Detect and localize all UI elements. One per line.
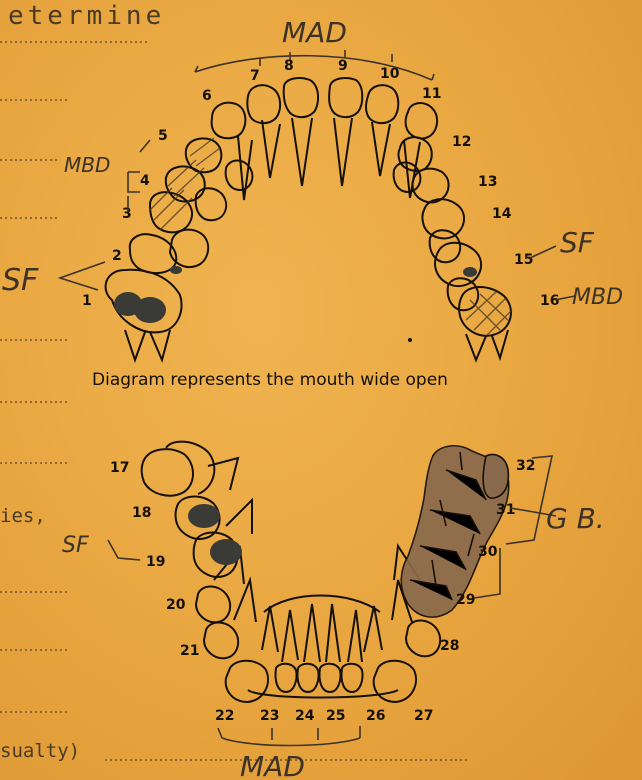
tooth-number-20: 20: [166, 597, 186, 613]
annotation-mbd-left: MBD: [64, 153, 110, 177]
tooth-8: [284, 78, 318, 117]
tooth-number-31: 31: [496, 502, 515, 518]
tooth-number-13: 13: [478, 174, 497, 190]
annotation-mad-upper: MAD: [282, 16, 347, 49]
tooth-number-18: 18: [132, 505, 151, 521]
tooth-number-32: 32: [516, 458, 535, 474]
tooth-7: [247, 85, 280, 123]
filling-tooth-1b: [134, 297, 166, 323]
tooth-15: [435, 243, 481, 286]
tooth-25: [319, 664, 340, 692]
tooth-17: [142, 449, 193, 495]
form-side-text-lower: sualty): [0, 740, 80, 762]
tooth-number-29: 29: [456, 592, 475, 608]
tooth-6: [212, 103, 246, 139]
tooth-number-4: 4: [140, 173, 150, 189]
tooth-number-1: 1: [82, 293, 92, 309]
tooth-21: [204, 623, 238, 659]
tooth-number-16: 16: [540, 293, 559, 309]
tooth-number-10: 10: [380, 66, 400, 82]
filling-tooth-15: [463, 267, 477, 277]
tooth-27: [374, 661, 416, 702]
tooth-number-9: 9: [338, 58, 348, 74]
tooth-24: [297, 664, 318, 692]
filling-tooth-2: [170, 266, 182, 274]
filling-tooth-18: [188, 504, 220, 528]
tooth-number-6: 6: [202, 88, 212, 104]
tooth-number-26: 26: [366, 708, 385, 724]
tooth-number-17: 17: [110, 460, 129, 476]
tooth-2: [130, 234, 176, 273]
tooth-28: [406, 621, 440, 657]
tooth-3: [150, 192, 192, 232]
lower-arch: [142, 442, 440, 702]
tooth-number-30: 30: [478, 544, 498, 560]
filling-tooth-19: [210, 539, 242, 565]
tooth-number-5: 5: [158, 128, 168, 144]
tooth-number-25: 25: [326, 708, 345, 724]
tooth-number-7: 7: [250, 68, 260, 84]
upper-tooth-numbers: 1 2 3 4 5 6 7 8 9 10 11 12 13 14 15 16: [82, 58, 559, 309]
form-top-text: etermine: [8, 1, 165, 31]
tooth-22: [226, 661, 268, 702]
annotation-mbd-right: MBD: [572, 285, 623, 310]
tooth-number-3: 3: [122, 206, 132, 222]
upper-annotations: [60, 50, 575, 300]
annotation-gb-lower-right: G B.: [546, 502, 605, 535]
tooth-number-28: 28: [440, 638, 459, 654]
tooth-23: [275, 664, 296, 692]
tooth-number-27: 27: [414, 708, 433, 724]
tooth-number-11: 11: [422, 86, 441, 102]
tooth-number-19: 19: [146, 554, 165, 570]
tooth-26: [341, 664, 362, 692]
lower-right-crowns: [401, 446, 509, 617]
tooth-14: [423, 199, 465, 238]
tooth-9: [329, 78, 362, 117]
tooth-number-14: 14: [492, 206, 512, 222]
tooth-number-8: 8: [284, 58, 294, 74]
tooth-number-12: 12: [452, 134, 471, 150]
tooth-20: [196, 587, 230, 623]
tooth-number-15: 15: [514, 252, 533, 268]
tooth-number-23: 23: [260, 708, 279, 724]
form-side-text-upper: ies,: [0, 505, 46, 527]
tooth-number-21: 21: [180, 643, 199, 659]
annotation-sf-right: SF: [560, 226, 595, 259]
ink-dot: [408, 338, 412, 342]
annotation-sf-lower-left: SF: [62, 533, 89, 558]
tooth-number-24: 24: [295, 708, 315, 724]
tooth-11: [406, 103, 437, 138]
diagram-caption: Diagram represents the mouth wide open: [92, 370, 448, 390]
upper-arch: [106, 78, 511, 360]
annotation-mad-lower: MAD: [240, 750, 305, 780]
tooth-number-22: 22: [215, 708, 234, 724]
tooth-16: [459, 287, 511, 336]
annotation-sf-left: SF: [2, 263, 39, 298]
tooth-10: [366, 85, 398, 123]
tooth-number-2: 2: [112, 248, 122, 264]
